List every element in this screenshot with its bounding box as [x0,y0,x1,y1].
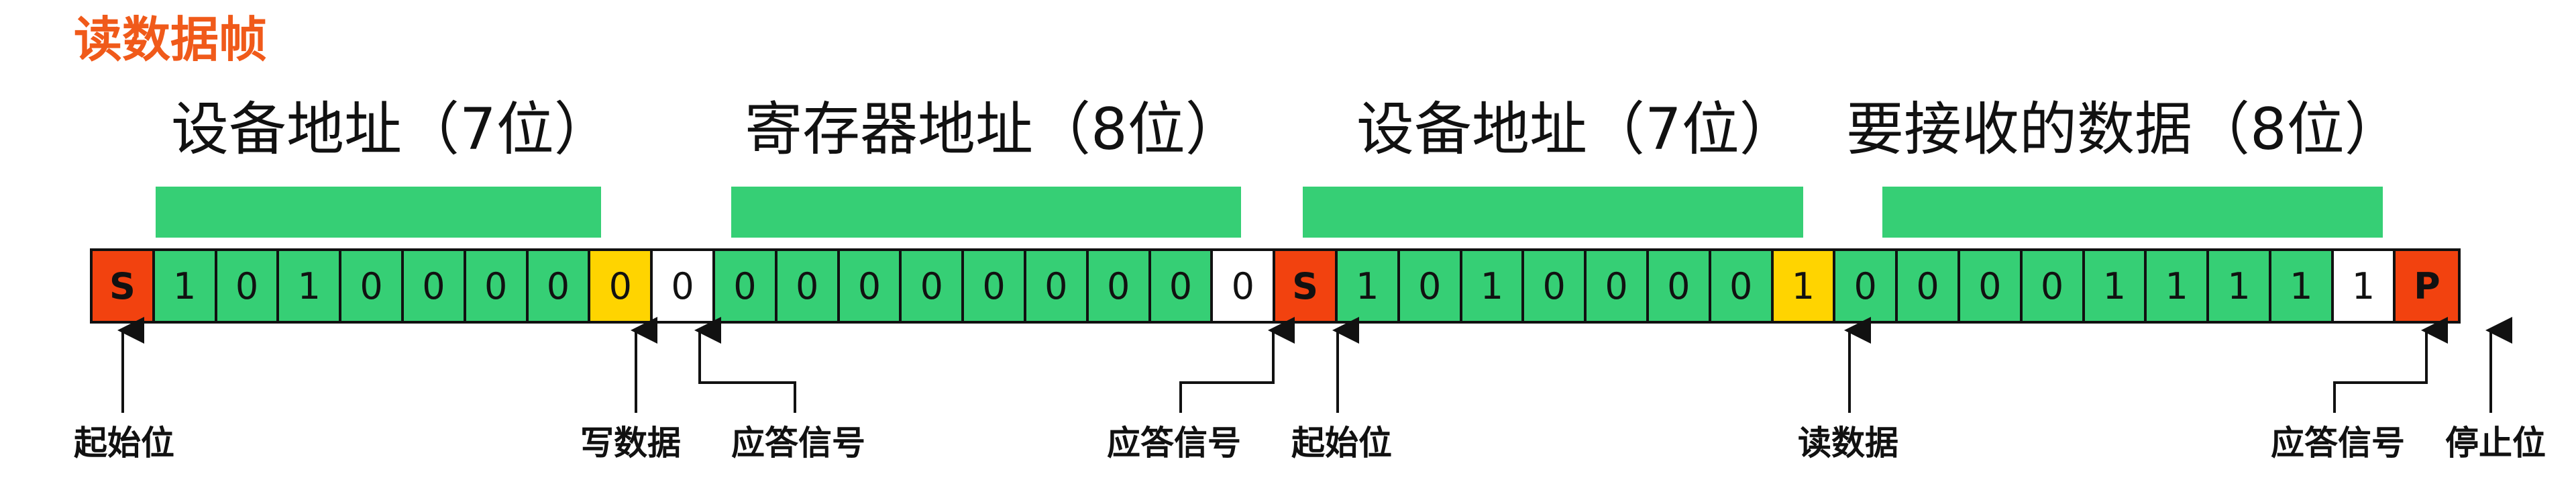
bit-cell-data: 0 [1960,251,2023,321]
bit-cell-data: 0 [1026,251,1089,321]
label-read-data: 读数据 [1798,424,1898,463]
bit-cell-data: 0 [403,251,466,321]
bit-cell-data: 0 [777,251,840,321]
bit-cell-data: 0 [714,251,777,321]
label-start-bit-1: 起始位 [74,424,174,463]
bit-cell-data: 1 [2084,251,2147,321]
bit-cell-data: 1 [1462,251,1525,321]
bit-cell-ack: 1 [2333,251,2396,321]
bit-cell-start: S [93,251,155,321]
label-ack-1: 应答信号 [731,424,865,463]
bit-cell-data: 0 [466,251,529,321]
bit-cell-data: 0 [902,251,965,321]
bit-cell-data: 0 [1711,251,1774,321]
label-write-data: 写数据 [580,424,681,463]
bit-cell-data: 0 [839,251,902,321]
bit-cell-data: 0 [1835,251,1898,321]
bit-cell-data: 0 [1648,251,1711,321]
field-label-device-address-1: 设备地址（7位） [171,96,612,163]
field-label-register-address: 寄存器地址（8位） [745,96,1243,163]
bit-cell-data: 1 [154,251,217,321]
bit-cell-data: 0 [1150,251,1214,321]
field-label-device-address-2: 设备地址（7位） [1356,96,1797,163]
field-label-receive-data: 要接收的数据（8位） [1846,96,2402,163]
label-ack-3: 应答信号 [2271,424,2405,463]
bit-cell-stop: P [2396,251,2459,321]
bracket-bar-receive-data [1882,187,2383,238]
bit-cell-ack: 0 [1213,251,1276,321]
arrow-ack1 [694,317,796,413]
bit-cell-data: 0 [341,251,404,321]
bracket-bar-register-address [731,187,1241,238]
bit-cell-data: 1 [1337,251,1400,321]
bit-cell-data: 0 [1587,251,1649,321]
label-start-bit-2: 起始位 [1291,424,1392,463]
bit-cell-ack: 0 [653,251,715,321]
bit-cell-data: 0 [1399,251,1462,321]
bracket-bar-device-address-1 [156,187,601,238]
bit-cell-data: 1 [2271,251,2334,321]
arrow-ack2 [1179,317,1295,413]
label-ack-2: 应答信号 [1107,424,1241,463]
bit-cell-data: 1 [279,251,342,321]
bit-cell-data: 0 [1898,251,1960,321]
bracket-bar-device-address-2 [1303,187,1803,238]
bit-cell-data: 0 [217,251,280,321]
label-stop-bit: 停止位 [2445,424,2546,463]
bit-cell-start: S [1275,251,1338,321]
bit-cell-data: 1 [2147,251,2210,321]
bit-cell-data: 0 [1088,251,1151,321]
page-title: 读数据帧 [74,11,268,68]
bit-cell-data: 0 [528,251,591,321]
bit-cell-rw: 0 [590,251,653,321]
arrow-ack3 [2333,317,2448,413]
bit-cell-rw: 1 [1773,251,1836,321]
bit-cell-data: 1 [2209,251,2271,321]
bit-cell-data: 0 [2022,251,2085,321]
bit-cell-data: 0 [1524,251,1587,321]
bit-cell-data: 0 [964,251,1026,321]
